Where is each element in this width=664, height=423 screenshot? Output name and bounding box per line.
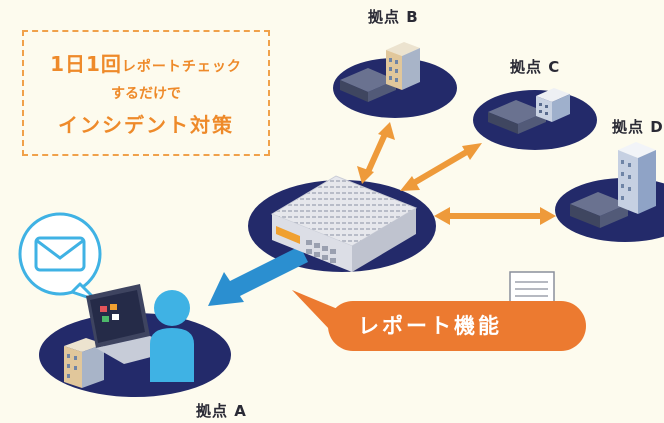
site-d-label: 拠点 D [612, 118, 664, 136]
callout-box: 1日1回レポートチェック するだけで インシデント対策 [22, 30, 270, 156]
router-icon [270, 175, 418, 272]
site-d-router-icon [570, 192, 628, 228]
site-c-building-icon [536, 88, 570, 122]
link-arrow-b [357, 122, 395, 184]
report-feature-label: レポート機能 [328, 301, 586, 351]
mail-icon [18, 212, 102, 302]
laptop-icon [86, 284, 178, 364]
site-b-router-icon [340, 68, 396, 102]
site-c-label: 拠点 C [510, 58, 561, 76]
link-arrow-c [400, 143, 482, 191]
callout-line-3: インシデント対策 [58, 113, 234, 137]
report-arrow-a [208, 246, 308, 306]
site-d-building-icon [618, 142, 656, 214]
site-b-label: 拠点 B [368, 8, 419, 26]
site-b-building-icon [386, 42, 420, 90]
person-icon [150, 290, 194, 382]
callout-line-1: 1日1回レポートチェック [24, 48, 268, 77]
site-a-building-icon [64, 338, 104, 388]
site-a-label: 拠点 A [196, 402, 247, 420]
callout-report-check: レポートチェック [121, 59, 242, 75]
callout-line-2: するだけで [111, 86, 181, 102]
callout-frequency: 1日1回 [50, 52, 122, 76]
site-c-router-icon [488, 100, 546, 134]
link-arrow-d [434, 207, 556, 225]
